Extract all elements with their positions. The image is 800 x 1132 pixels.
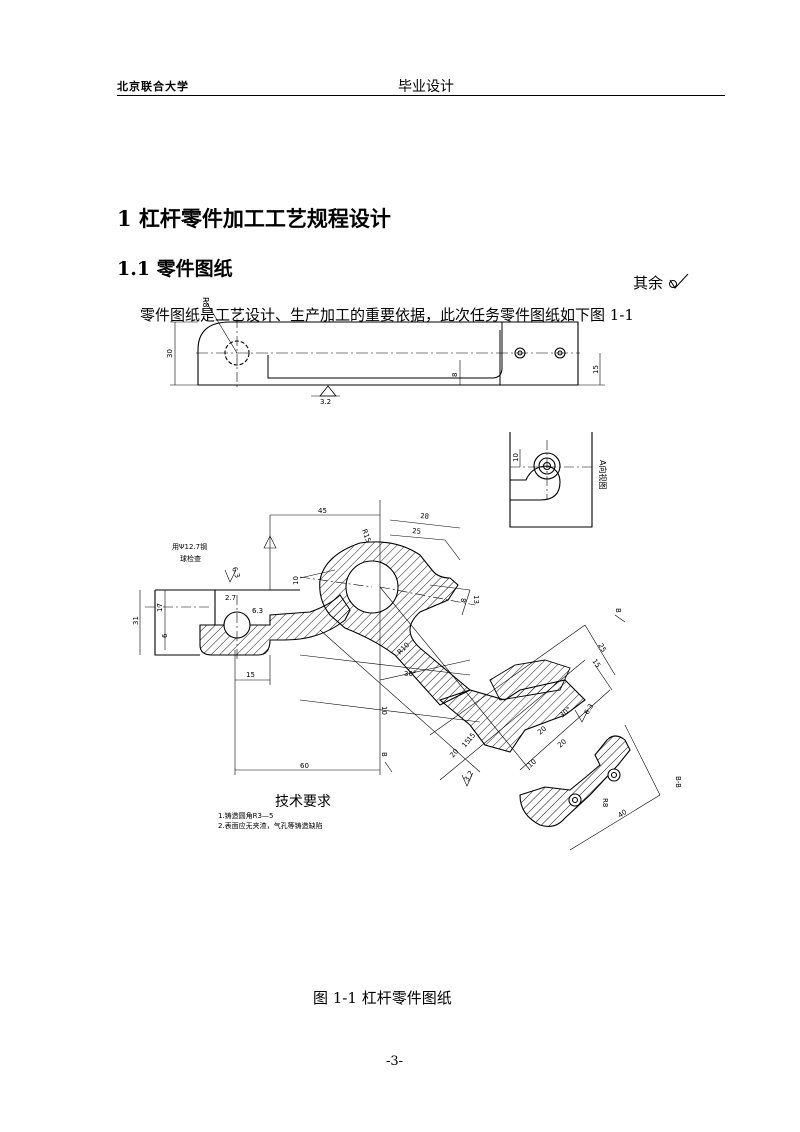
dim-28: 28 — [420, 512, 430, 521]
note-r8: R8 — [601, 798, 609, 807]
section-a-dim: 10 — [512, 453, 520, 462]
dim-31: 31 — [132, 616, 140, 625]
section-a-label: A向视图 — [598, 460, 608, 489]
dim-25: 25 — [412, 527, 422, 536]
main-view — [145, 541, 631, 827]
section-title: 1 杠杆零件加工工艺规程设计 — [117, 206, 391, 231]
note-6-3a: 6.3 — [252, 607, 263, 615]
note-15: 15 — [465, 731, 477, 743]
header-doc-type: 毕业设计 — [398, 79, 454, 95]
top-view-slot — [267, 322, 503, 379]
dim-40: 40 — [617, 808, 629, 820]
dim-20: 20 — [448, 747, 460, 759]
header-rule — [117, 95, 725, 96]
note-ball-check-1: 用Ψ12.7钢 — [172, 542, 207, 551]
dim-45: 45 — [318, 507, 327, 515]
bb-section — [519, 735, 631, 827]
roughness-symbol-icon — [668, 273, 689, 289]
tech-req-title: 技术要求 — [275, 794, 331, 810]
figure-caption: 图 1-1 杠杆零件图纸 — [313, 989, 452, 1007]
top-view-hole — [224, 340, 250, 366]
top-view-dim-15: 15 — [592, 365, 600, 374]
dim-20c: 20 — [536, 725, 548, 737]
surface-note: 其余 — [633, 272, 690, 293]
note-r15: R15 — [360, 528, 372, 544]
dim-6: 6 — [161, 633, 169, 638]
dim-15: 15 — [246, 671, 255, 679]
header-institution: 北京联合大学 — [117, 80, 189, 93]
dim-17: 17 — [156, 603, 164, 612]
top-view — [170, 299, 605, 397]
note-6-3b: 6.3 — [230, 566, 241, 579]
note-3-2: 3.2 — [463, 769, 475, 783]
top-view-outline — [197, 321, 579, 386]
dim-10: 10 — [292, 576, 300, 585]
dim-20b: 20 — [556, 738, 568, 750]
section-mark-b-top: B — [614, 608, 622, 613]
dim-15b: 15 — [590, 658, 602, 670]
page-number: -3- — [386, 1054, 404, 1069]
dim-13: 13 — [472, 595, 480, 604]
dim-15c: 15 — [460, 737, 472, 749]
dim-8: 8 — [459, 598, 467, 602]
intro-paragraph: 零件图纸是工艺设计、生产加工的重要依据，此次任务零件图纸如下图 1-1 — [140, 306, 634, 324]
top-view-radius: R8 — [201, 297, 210, 308]
dim-60: 60 — [300, 762, 309, 770]
top-view-roughness: 3.2 — [320, 398, 331, 406]
construction-lines — [139, 500, 661, 851]
dim-10b: 10 — [526, 758, 538, 770]
note-ball-check-2: 球检查 — [180, 554, 201, 563]
section-view-a — [509, 432, 593, 528]
tech-req-item-2: 2.表面应无夹渣，气孔等铸造缺陷 — [218, 821, 323, 830]
note-30deg-a: 30° — [404, 670, 416, 678]
dim-25b: 25 — [596, 642, 607, 654]
top-view-dim-8: 8 — [451, 373, 459, 377]
top-view-dim-30: 30 — [166, 349, 174, 358]
note-10: 10 — [380, 706, 388, 715]
tech-req-item-1: 1.铸造圆角R3—5 — [218, 811, 273, 820]
hub-section — [319, 541, 471, 706]
section-mark-b-bottom: B — [380, 752, 388, 757]
section-label-bb: B-B — [674, 776, 682, 788]
surface-note-text: 其余 — [633, 274, 664, 292]
note-2-7: 2.7 — [225, 594, 236, 602]
subsection-title: 1.1 零件图纸 — [117, 258, 233, 280]
